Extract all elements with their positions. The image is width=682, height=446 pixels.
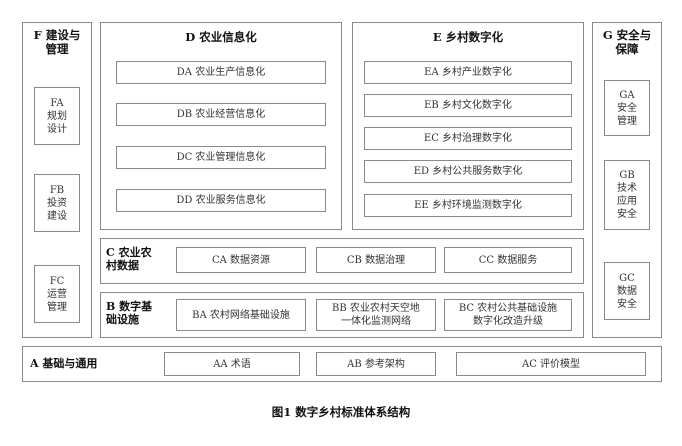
node-bc: BC 农村公共基础设施 数字化改造升级 xyxy=(444,299,572,331)
node-db: DB 农业经营信息化 xyxy=(116,103,326,126)
node-dd: DD 农业服务信息化 xyxy=(116,189,326,212)
group-g-title: G 安全与 保障 xyxy=(602,28,652,56)
node-aa: AA 术语 xyxy=(164,352,300,376)
node-cb: CB 数据治理 xyxy=(316,247,436,273)
node-ga: GA 安全 管理 xyxy=(604,80,650,136)
figure-caption: 图1 数字乡村标准体系结构 xyxy=(271,405,411,419)
group-f-title: F 建设与 管理 xyxy=(33,28,81,56)
node-ec: EC 乡村治理数字化 xyxy=(364,127,572,150)
node-ac: AC 评价模型 xyxy=(456,352,646,376)
node-eb: EB 乡村文化数字化 xyxy=(364,94,572,117)
node-ab: AB 参考架构 xyxy=(316,352,436,376)
node-gc: GC 数据 安全 xyxy=(604,262,650,320)
group-a-title: A 基础与通用 xyxy=(30,357,98,370)
node-da: DA 农业生产信息化 xyxy=(116,61,326,84)
node-ee: EE 乡村环境监测数字化 xyxy=(364,194,572,217)
group-e-title: E 乡村数字化 xyxy=(432,30,504,44)
node-ea: EA 乡村产业数字化 xyxy=(364,61,572,84)
node-bb: BB 农业农村天空地 一体化监测网络 xyxy=(316,299,436,331)
group-c-title: C 农业农 村数据 xyxy=(106,246,152,272)
group-d-title: D 农业信息化 xyxy=(185,30,257,44)
node-gb: GB 技术 应用 安全 xyxy=(604,160,650,230)
group-b-title: B 数字基 础设施 xyxy=(106,300,153,326)
node-fc: FC 运营 管理 xyxy=(34,265,80,323)
node-cc: CC 数据服务 xyxy=(444,247,572,273)
node-ca: CA 数据资源 xyxy=(176,247,306,273)
node-fb: FB 投资 建设 xyxy=(34,174,80,232)
node-ba: BA 农村网络基础设施 xyxy=(176,299,306,331)
node-fa: FA 规划 设计 xyxy=(34,87,80,145)
node-dc: DC 农业管理信息化 xyxy=(116,146,326,169)
node-ed: ED 乡村公共服务数字化 xyxy=(364,160,572,183)
